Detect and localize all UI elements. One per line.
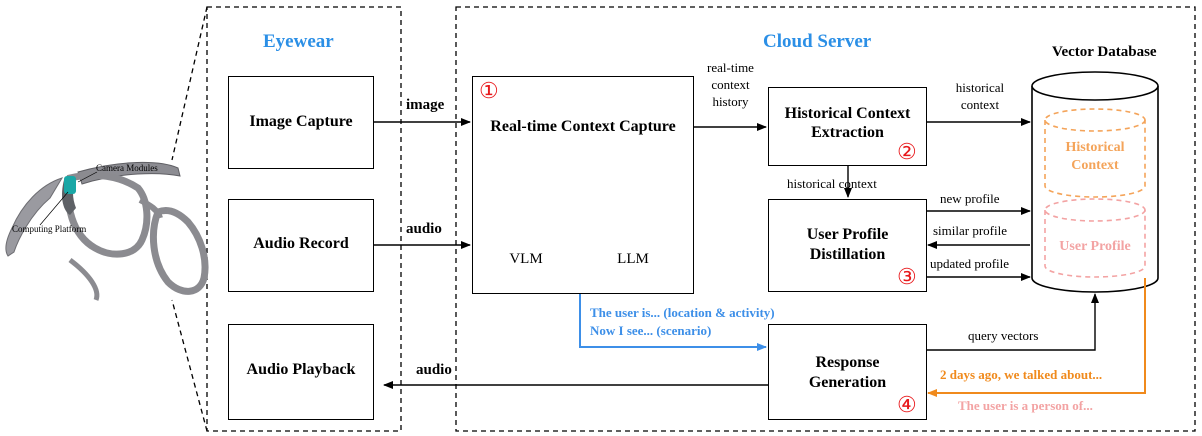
step-number-3: ③ [897,264,917,289]
camera-module-highlight [64,176,76,194]
edge-label-realtime-3: history [712,94,749,109]
computing-platform-label: Computing Platform [12,224,87,234]
edge-label-now-i-see: Now I see... (scenario) [590,323,712,338]
edge-label-new-profile: new profile [940,191,1000,206]
vector-database-cylinder [1031,71,1159,293]
eyewear-container [206,6,402,432]
step-number-4: ④ [897,392,917,417]
historical-context-store [1044,108,1146,198]
step-number-1: ① [479,78,499,103]
edge-label-two-days-ago: 2 days ago, we talked about... [940,367,1103,382]
step-number-2: ② [897,139,917,164]
zoom-line-bottom [171,299,208,432]
response-generation-box [768,324,927,420]
cloud-server-container [455,6,1196,432]
historical-extraction-line2: Extraction [811,124,884,141]
image-capture-box [228,76,374,169]
edge-label-similar-profile: similar profile [933,223,1008,238]
context-to-response-arrow [579,294,767,351]
edge-label-image: image [406,97,445,113]
edge-label-realtime-1: real-time [707,60,754,75]
db-historical-line1: Historical [1065,140,1125,155]
smart-glasses-image [5,161,209,301]
query-vectors-arrow [926,293,1099,351]
response-generation-line2: Generation [808,374,887,391]
cloud-server-title: Cloud Server [763,31,872,52]
edge-label-user-is: The user is... (location & activity) [590,305,775,320]
vector-database-title: Vector Database [1052,44,1157,60]
vlm-label: VLM [509,251,543,267]
realtime-context-title: Real-time Context Capture [490,118,676,135]
historical-extraction-line1: Historical Context [784,105,911,122]
edge-label-audio-out: audio [416,362,452,378]
edge-label-query-vectors: query vectors [968,328,1039,343]
response-generation-line1: Response [815,354,880,371]
edge-label-historical-db-1: historical [955,80,1005,95]
user-profile-store [1044,198,1146,278]
edge-label-historical-db-2: context [960,97,1000,112]
image-capture-label: Image Capture [249,113,353,130]
realtime-context-box [472,76,694,294]
llm-label: LLM [617,251,649,267]
profile-distillation-box [768,199,927,292]
db-user-profile: User Profile [1059,239,1131,254]
historical-extraction-box [768,87,927,166]
db-historical-line2: Context [1071,158,1119,173]
audio-record-label: Audio Record [253,235,349,252]
profile-distillation-line2: Distillation [809,246,886,263]
edge-label-realtime-2: context [711,77,750,92]
retrieval-arrow [927,278,1146,397]
edge-label-historical-down: historical context [787,176,877,191]
zoom-line-top [171,6,208,161]
audio-playback-box [228,324,374,420]
eyewear-title: Eyewear [263,31,334,52]
audio-record-box [228,199,374,292]
edge-label-updated-profile: updated profile [930,256,1010,271]
audio-playback-label: Audio Playback [246,361,356,378]
camera-modules-label: Camera Modules [96,163,158,173]
edge-label-audio-in: audio [406,221,442,237]
edge-label-user-is-person: The user is a person of... [958,398,1093,413]
profile-distillation-line1: User Profile [806,226,889,243]
